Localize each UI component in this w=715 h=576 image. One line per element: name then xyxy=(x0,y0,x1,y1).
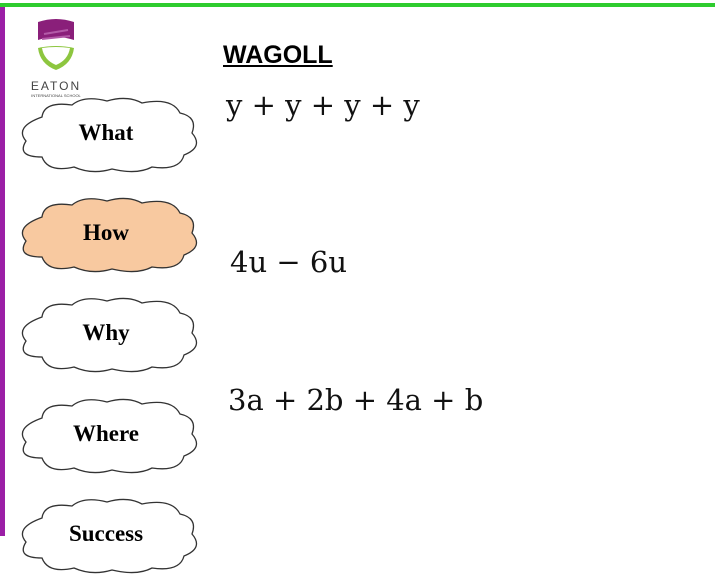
cloud-label: Why xyxy=(82,320,130,345)
cloud-label: Where xyxy=(72,421,139,446)
cloud-shape-icon xyxy=(21,398,198,474)
cloud-shape-icon xyxy=(21,297,198,373)
cloud-where: Where xyxy=(12,396,200,476)
left-accent-bar xyxy=(0,7,5,536)
school-logo: EATON INTERNATIONAL SCHOOL xyxy=(28,18,84,98)
crest-icon xyxy=(38,19,74,70)
cloud-why: Why xyxy=(12,295,200,375)
cloud-shape-icon xyxy=(21,197,198,273)
expression-3: 3a + 2b + 4a + b xyxy=(228,383,484,417)
cloud-shape-icon xyxy=(21,97,198,173)
cloud-label: Success xyxy=(68,521,144,546)
logo-subtitle: INTERNATIONAL SCHOOL xyxy=(31,93,81,98)
cloud-success: Success xyxy=(12,496,200,576)
cloud-label: How xyxy=(83,220,129,245)
cloud-label: What xyxy=(78,120,134,145)
cloud-what: What xyxy=(12,95,200,175)
page-title: WAGOLL xyxy=(223,41,333,69)
expression-1: y + y + y + y xyxy=(226,88,420,122)
logo-name: EATON xyxy=(30,79,82,93)
cloud-how: How xyxy=(12,195,200,275)
top-accent-bar xyxy=(0,3,715,7)
expression-2: 4u − 6u xyxy=(230,245,347,279)
